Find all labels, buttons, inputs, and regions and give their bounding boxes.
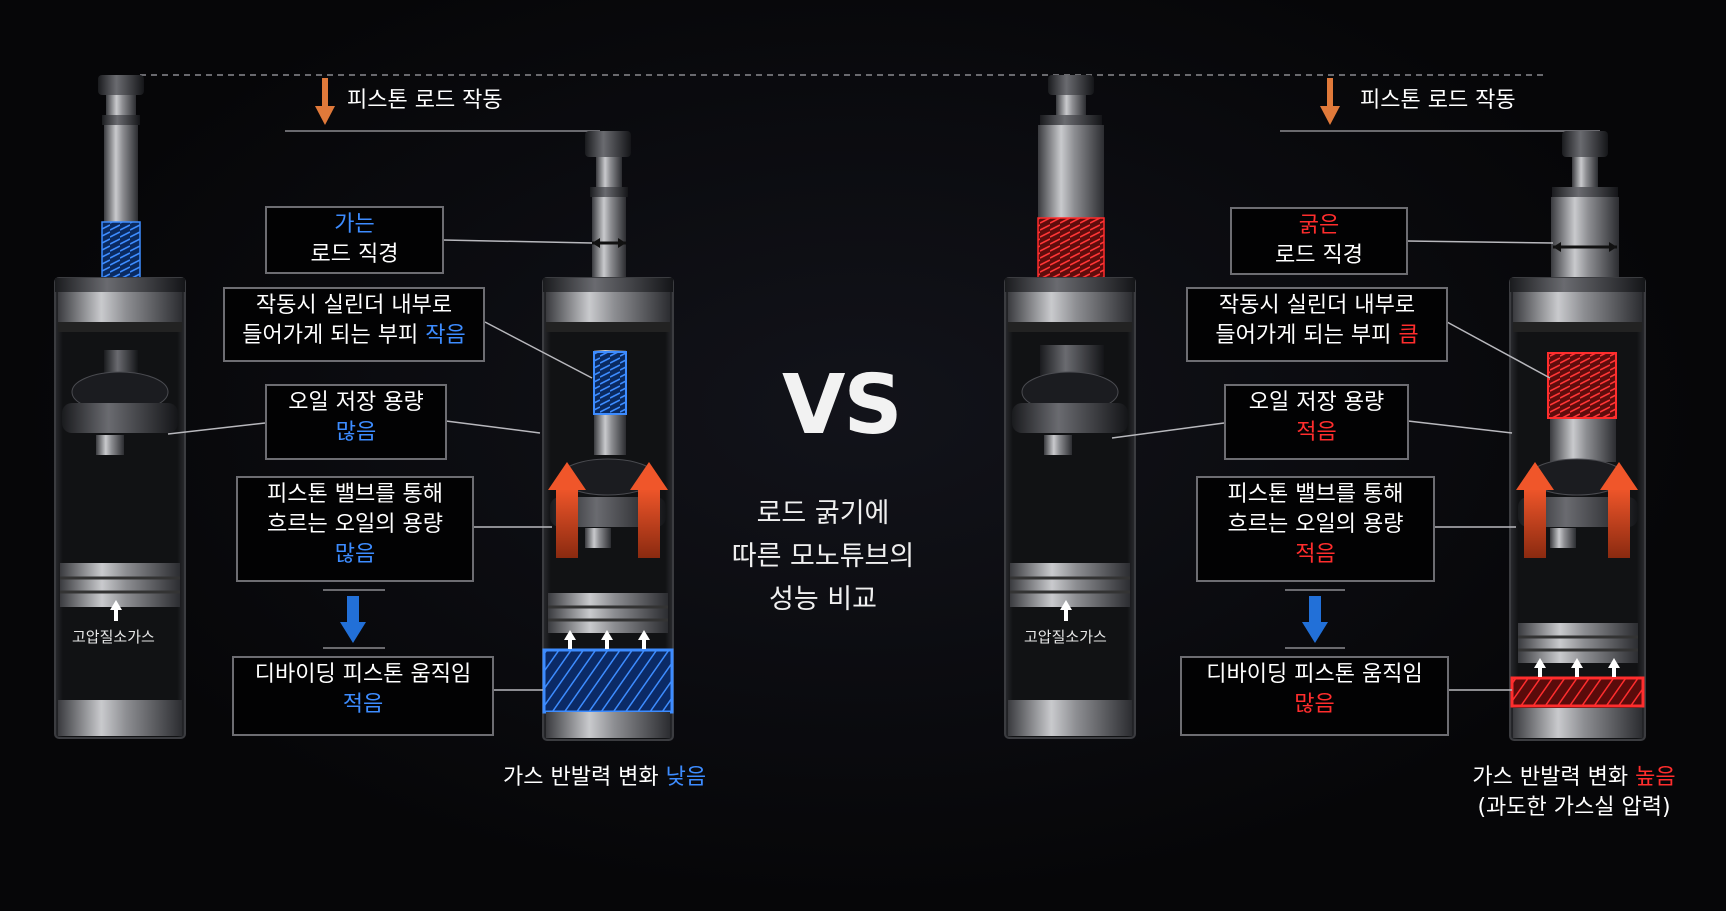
divider-down-arrow-icon: [323, 589, 385, 649]
left-oil-storage-box: 오일 저장 용량 많음: [265, 384, 447, 460]
left-dividing-piston-value: 적음: [342, 692, 384, 717]
right-result: 가스 반발력 변화 높음 (과도한 가스실 압력): [1456, 763, 1692, 823]
oil-flow-arrow-icon: [1516, 462, 1638, 558]
right-dividing-piston-label: 디바이딩 피스톤 움직임: [1206, 662, 1423, 687]
gas-pressure-arrows-icon: [1534, 658, 1620, 677]
oil-flow-arrow-icon: [548, 462, 668, 558]
arrow-up-icon: [1060, 600, 1072, 621]
right-shock-compressed: [1509, 131, 1646, 741]
left-dividing-piston-label: 디바이딩 피스톤 움직임: [254, 662, 472, 687]
left-oil-flow-line2: 흐르는 오일의 용량: [267, 512, 443, 537]
right-volume-line1: 작동시 실린더 내부로: [1218, 293, 1416, 318]
right-oil-storage-value: 적음: [1296, 420, 1337, 445]
right-volume-value: 큼: [1398, 323, 1419, 348]
right-oil-flow-line2: 흐르는 오일의 용량: [1227, 512, 1404, 537]
right-result-note: (과도한 가스실 압력): [1477, 795, 1671, 820]
left-dividing-piston-box: 디바이딩 피스톤 움직임 적음: [232, 656, 494, 736]
right-oil-flow-box: 피스톤 밸브를 통해 흐르는 오일의 용량 적음: [1196, 476, 1435, 582]
left-oil-storage-value: 많음: [335, 420, 377, 445]
left-gas-label: 고압질소가스: [72, 628, 155, 646]
right-volume-line2: 들어가게 되는 부피: [1215, 323, 1399, 348]
left-shock-compressed: [542, 131, 674, 741]
rod-diameter-arrow-icon: [1553, 242, 1617, 252]
right-oil-storage-box: 오일 저장 용량 적음: [1224, 384, 1409, 460]
left-oil-flow-line1: 피스톤 밸브를 통해: [267, 482, 443, 507]
vs-title: VS: [782, 358, 903, 453]
right-rod-diameter-value: 굵은: [1298, 213, 1340, 238]
right-rod-action-label: 피스톤 로드 작동: [1360, 88, 1516, 113]
left-oil-flow-value: 많음: [334, 542, 376, 567]
right-volume-box: 작동시 실린더 내부로 들어가게 되는 부피 큼: [1186, 287, 1448, 362]
right-rod-diameter-box: 굵은 로드 직경: [1230, 207, 1408, 275]
arrow-down-icon: [315, 78, 335, 125]
right-result-label: 가스 반발력 변화: [1472, 765, 1636, 790]
right-gas-label: 고압질소가스: [1024, 628, 1107, 646]
left-result-label: 가스 반발력 변화: [503, 765, 666, 790]
right-shock-extended: [1004, 75, 1136, 739]
left-rod-action-label: 피스톤 로드 작동: [347, 88, 503, 113]
left-volume-box: 작동시 실린더 내부로 들어가게 되는 부피 작음: [223, 287, 485, 362]
arrow-up-icon: [110, 600, 122, 621]
left-rod-diameter-label: 로드 직경: [310, 242, 399, 267]
left-result: 가스 반발력 변화 낮음: [503, 763, 706, 793]
left-volume-value: 작음: [425, 323, 466, 348]
left-oil-flow-box: 피스톤 밸브를 통해 흐르는 오일의 용량 많음: [236, 476, 474, 582]
left-oil-storage-label: 오일 저장 용량: [288, 390, 424, 415]
right-oil-flow-line1: 피스톤 밸브를 통해: [1227, 482, 1404, 507]
center-caption-line3: 성능 비교: [769, 584, 877, 615]
rod-diameter-arrow-icon: [592, 238, 626, 248]
left-rod-diameter-value: 가는: [334, 212, 375, 237]
left-volume-line2: 들어가게 되는 부피: [242, 323, 426, 348]
left-result-value: 낮음: [665, 765, 707, 790]
right-oil-storage-label: 오일 저장 용량: [1248, 390, 1385, 415]
right-result-value: 높음: [1635, 765, 1676, 790]
right-oil-flow-value: 적음: [1295, 542, 1336, 567]
right-dividing-piston-value: 많음: [1294, 692, 1335, 717]
divider-down-arrow-icon: [1285, 589, 1345, 649]
center-caption-line1: 로드 굵기에: [756, 498, 890, 529]
right-dividing-piston-box: 디바이딩 피스톤 움직임 많음: [1180, 656, 1449, 736]
center-caption: 로드 굵기에 따른 모노튜브의 성능 비교: [718, 492, 928, 621]
gas-pressure-arrows-icon: [564, 630, 650, 649]
left-rod-diameter-box: 가는 로드 직경: [265, 206, 444, 274]
center-caption-line2: 따른 모노튜브의: [731, 541, 915, 572]
arrow-down-icon: [1320, 78, 1340, 125]
left-shock-extended: [54, 75, 186, 739]
left-volume-line1: 작동시 실린더 내부로: [255, 293, 453, 318]
leader-lines: [167, 239, 1554, 691]
right-rod-diameter-label: 로드 직경: [1275, 243, 1363, 268]
